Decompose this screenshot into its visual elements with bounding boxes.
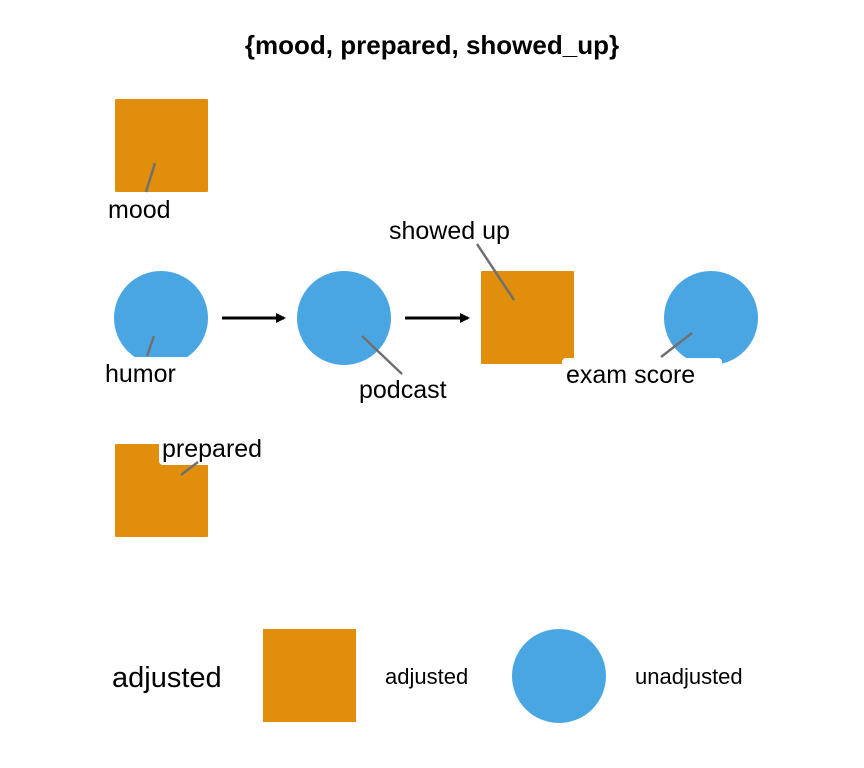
label-bg-podcast xyxy=(355,373,467,405)
legend-adjusted-label: adjusted xyxy=(385,664,468,689)
node-label-prepared: prepared xyxy=(162,435,262,463)
diagram-title: {mood, prepared, showed_up} xyxy=(244,30,620,60)
legend: adjusted adjusted unadjusted xyxy=(112,629,743,723)
node-label-showed-up: showed up xyxy=(389,217,510,245)
leader-humor xyxy=(145,335,156,357)
label-bg-humor xyxy=(102,357,190,389)
legend-adjusted-swatch xyxy=(263,629,356,722)
node-humor xyxy=(114,271,208,365)
node-label-humor: humor xyxy=(105,360,176,388)
node-prepared xyxy=(115,444,208,537)
legend-unadjusted-label: unadjusted xyxy=(635,664,743,689)
label-bg-exam-score xyxy=(562,358,722,390)
leader-mood xyxy=(144,162,157,193)
node-label-podcast: podcast xyxy=(359,376,447,404)
leader-prepared xyxy=(180,461,199,476)
node-label-mood: mood xyxy=(108,196,171,224)
leader-exam-score xyxy=(660,332,693,358)
legend-unadjusted-swatch xyxy=(512,629,606,723)
node-mood xyxy=(115,99,208,192)
leader-showed-up xyxy=(475,243,516,301)
label-bg-prepared xyxy=(159,433,281,465)
node-exam-score xyxy=(664,271,758,365)
node-showed-up xyxy=(481,271,574,364)
leader-podcast xyxy=(361,335,403,375)
legend-title: adjusted xyxy=(112,662,222,694)
node-label-exam-score: exam score xyxy=(566,361,695,389)
